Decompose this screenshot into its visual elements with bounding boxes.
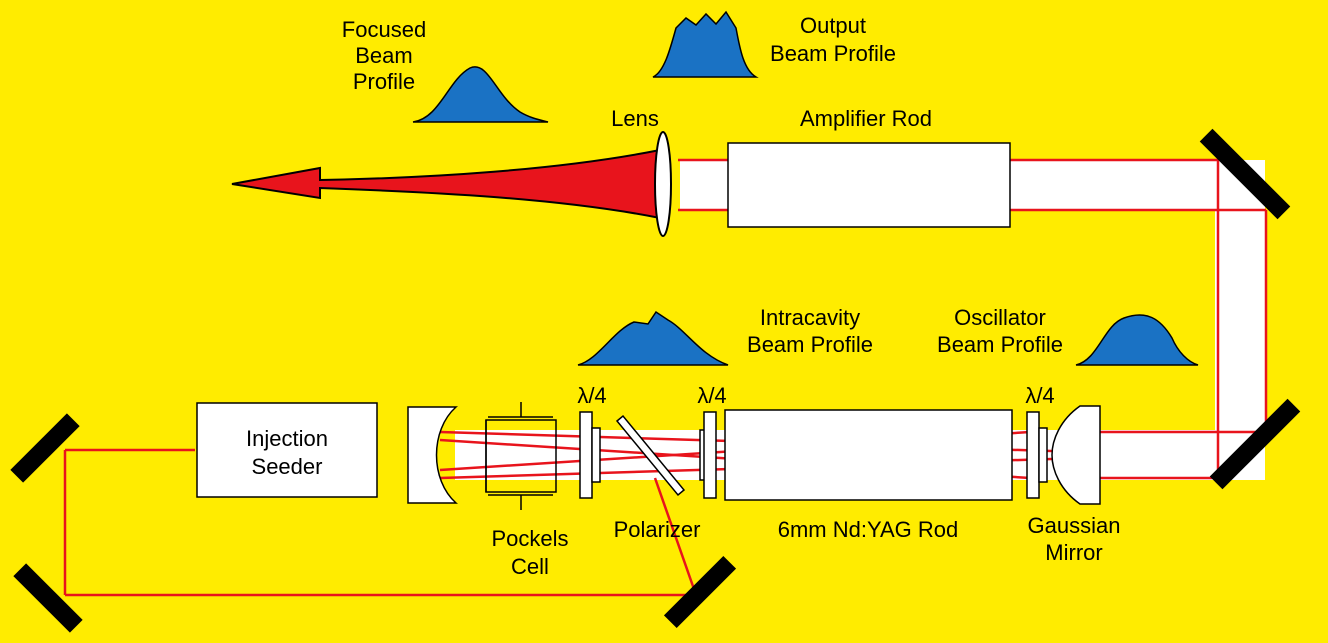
intracavity-profile-label-line1: Intracavity	[760, 305, 860, 330]
output-profile-label-line2: Beam Profile	[770, 41, 896, 66]
fold-mirror-left-bottom	[13, 563, 83, 633]
gaussian-mirror-label-line2: Mirror	[1045, 540, 1102, 565]
lens	[654, 131, 672, 237]
focused-beam-arrow	[231, 148, 661, 220]
polarizer-label: Polarizer	[614, 517, 701, 542]
output-profile-shape	[652, 10, 759, 78]
lens-label: Lens	[611, 106, 659, 131]
intracavity-profile-shape	[577, 310, 729, 366]
oscillator-profile-shape	[1075, 314, 1199, 366]
injection-seeder-label-line1: Injection	[246, 426, 328, 451]
yag-rod	[724, 409, 1013, 501]
amplifier-rod-label: Amplifier Rod	[800, 106, 932, 131]
gaussian-mirror	[1051, 405, 1101, 505]
focused-profile-label-line1: Focused	[342, 17, 426, 42]
fold-mirror-bottom-center	[663, 555, 737, 629]
waveplate-3-label: λ/4	[1025, 383, 1054, 408]
vertical-beam-channel	[1215, 160, 1265, 480]
waveplate-2-label: λ/4	[697, 383, 726, 408]
focused-profile-label-line2: Beam	[355, 43, 412, 68]
output-profile-label-line1: Output	[800, 13, 866, 38]
concave-mirror	[407, 406, 458, 504]
amplifier-rod	[727, 142, 1011, 228]
focused-profile-label-line3: Profile	[353, 69, 415, 94]
waveplate-1-label: λ/4	[577, 383, 606, 408]
pockels-cell-label-line1: Pockels	[491, 526, 568, 551]
focused-profile-shape	[412, 66, 549, 123]
injection-seeder	[196, 402, 378, 498]
gaussian-mirror-label-line1: Gaussian	[1028, 513, 1121, 538]
fold-mirror-top-right	[1199, 128, 1291, 220]
waveplate-2	[699, 411, 717, 499]
yag-rod-label: 6mm Nd:YAG Rod	[778, 517, 959, 542]
oscillator-profile-label-line1: Oscillator	[954, 305, 1046, 330]
pockels-cell	[485, 402, 557, 510]
polarizer	[615, 414, 686, 497]
intracavity-profile-label-line2: Beam Profile	[747, 332, 873, 357]
injection-seeder-label-line2: Seeder	[252, 454, 323, 479]
waveplate-1	[579, 411, 601, 499]
fold-mirror-left-top	[10, 413, 80, 483]
waveplate-3	[1026, 411, 1048, 499]
pockels-cell-label-line2: Cell	[511, 554, 549, 579]
oscillator-profile-label-line2: Beam Profile	[937, 332, 1063, 357]
fold-mirrors	[10, 128, 1301, 633]
fold-mirror-bottom-right	[1209, 398, 1301, 490]
